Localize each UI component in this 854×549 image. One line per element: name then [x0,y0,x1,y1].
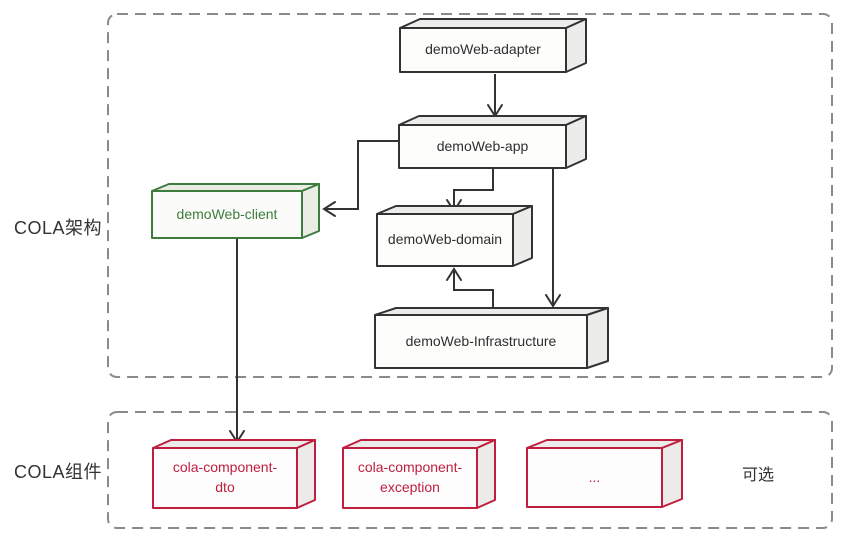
arrow-app-to-client [322,140,399,217]
architecture-layer-label: COLA架构 [13,218,103,238]
arrow-app-to-domain [446,168,494,213]
components-layer-label: COLA组件 [13,462,103,482]
architecture-group-border [107,13,833,378]
box-cola-component-exception [342,439,496,509]
box-demoweb-adapter [399,18,587,73]
component-boxes [152,439,683,509]
box-demoweb-domain [376,205,533,267]
architecture-boxes [374,18,609,369]
components-group-border [107,411,833,529]
box-demoweb-app [398,115,587,169]
box-demoweb-client [151,183,320,239]
optional-note-label: 可选 [741,467,774,484]
diagram-arrows [229,74,561,444]
box-demoweb-infrastructure [374,307,609,369]
box-cola-component-more [526,439,683,508]
arrow-infrastructure-to-domain [446,267,494,311]
box-cola-component-dto [152,439,316,509]
